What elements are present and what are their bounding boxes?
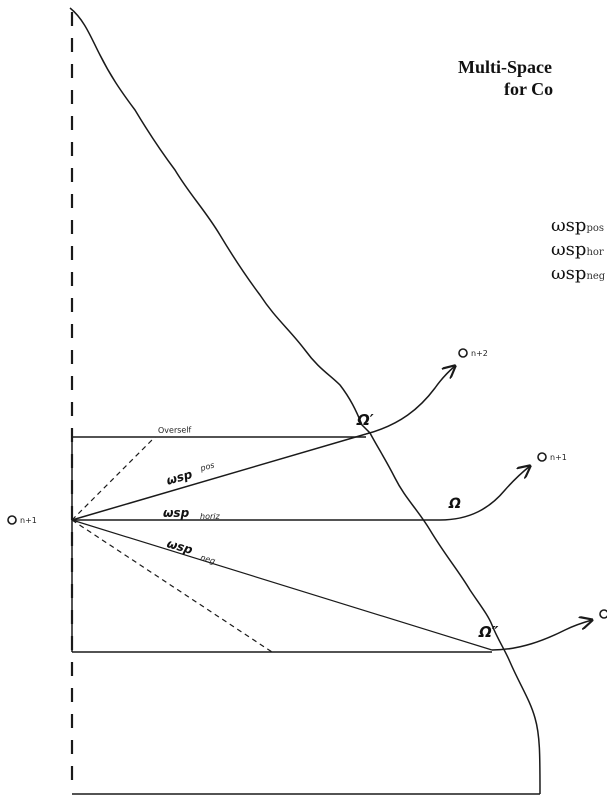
- arrow-to-node-bottom: [491, 620, 592, 651]
- wsp-pos-line: [71, 433, 367, 521]
- wsp-horiz-sub: horiz: [200, 512, 220, 521]
- legend-pos-sub: pos: [586, 223, 604, 234]
- wsp-pos-label: ωsp: [165, 467, 194, 488]
- legend-item-neg: ωspneg: [551, 265, 605, 283]
- wsp-neg-sub: neg: [199, 553, 216, 566]
- node-mid-label: n+1: [550, 453, 567, 462]
- node-mid: [537, 452, 547, 462]
- wsp-neg-line: [71, 519, 493, 651]
- node-left: [7, 515, 17, 525]
- legend-item-pos: ωsppos: [551, 217, 604, 235]
- arrow-to-node-top: [365, 366, 455, 435]
- legend-neg-base: ωsp: [551, 263, 587, 284]
- node-left-label: n+1: [20, 516, 37, 525]
- legend-pos-base: ωsp: [551, 215, 587, 236]
- node-top-label: n+2: [471, 349, 488, 358]
- node-bottom: [599, 609, 607, 619]
- wsp-horiz-label: ωsp: [163, 506, 190, 520]
- boundary-curve: [69, 7, 541, 795]
- overself-label: Overself: [158, 425, 192, 435]
- legend-neg-sub: neg: [586, 271, 606, 282]
- omega-prime-label: Ω′: [356, 411, 374, 429]
- lower-dashed-line: [71, 519, 273, 653]
- omega-label: Ω: [448, 496, 461, 512]
- overself-dashed-line: [71, 436, 156, 521]
- wsp-neg-label: ωsp: [165, 536, 194, 557]
- legend-hor-sub: hor: [586, 247, 604, 258]
- arrow-to-node-mid: [439, 466, 530, 521]
- wsp-pos-sub: pos: [198, 460, 215, 473]
- legend-item-hor: ωsphor: [551, 241, 604, 259]
- node-top: [458, 348, 468, 358]
- title-line-2: for Co: [504, 79, 554, 99]
- title-line-1: Multi-Space: [458, 57, 552, 77]
- legend-hor-base: ωsp: [551, 239, 587, 260]
- omega-double-prime-label: Ω″: [478, 623, 499, 641]
